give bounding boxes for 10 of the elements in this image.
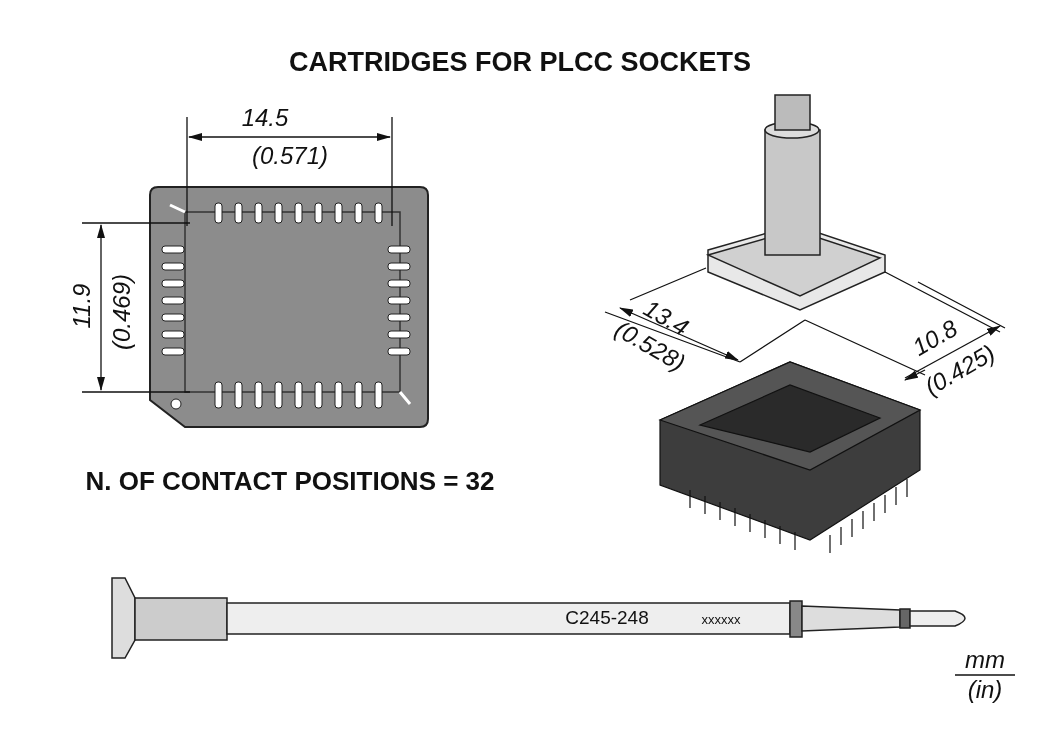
contact-count-note: N. OF CONTACT POSITIONS = 32 <box>85 468 495 494</box>
unit-label: (in) <box>967 678 1003 702</box>
diagram-title: CARTRIDGES FOR PLCC SOCKETS <box>289 48 751 76</box>
dimension-value: (0.469) <box>110 274 134 350</box>
dimension-value: (0.571) <box>252 144 328 168</box>
unit-label: mm <box>965 648 1005 672</box>
part-number: C245-248 <box>565 607 649 627</box>
dimension-value: 14.5 <box>241 106 289 130</box>
marking-text: xxxxxx <box>701 612 741 626</box>
dimension-value: 11.9 <box>70 283 94 329</box>
